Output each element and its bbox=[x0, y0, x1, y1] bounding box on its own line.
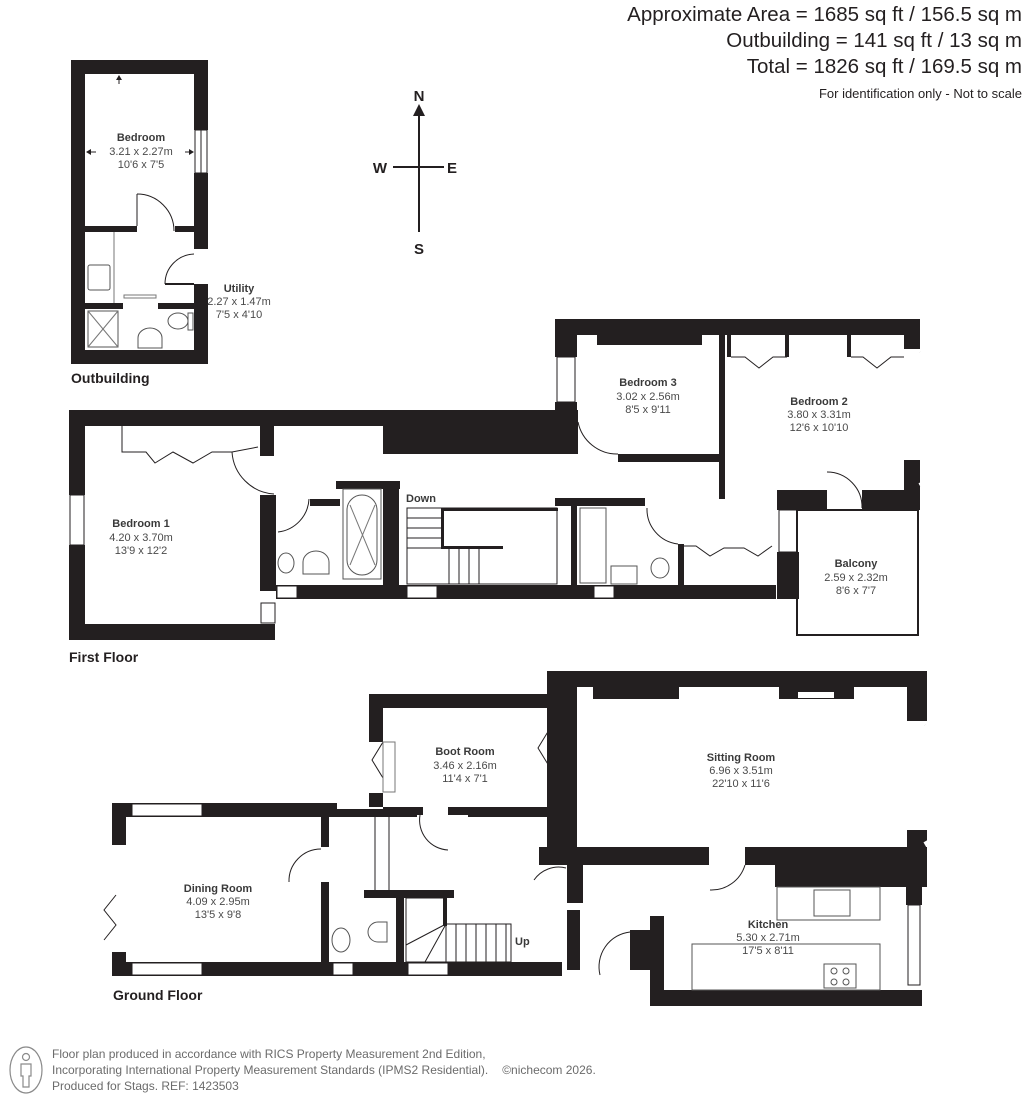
footer-text: Floor plan produced in accordance with R… bbox=[52, 1046, 596, 1094]
room-metric-balcony: 2.59 x 2.32m bbox=[824, 572, 888, 584]
room-name-utility: Utility bbox=[224, 283, 255, 295]
room-name-dining-room: Dining Room bbox=[184, 883, 253, 895]
copyright: ©nichecom 2026. bbox=[502, 1063, 596, 1077]
room-imperial-balcony: 8'6 x 7'7 bbox=[836, 585, 876, 597]
floor-label-first-floor: First Floor bbox=[69, 649, 139, 665]
room-imperial-utility: 7'5 x 4'10 bbox=[216, 309, 262, 321]
room-imperial-sitting-room: 22'10 x 11'6 bbox=[712, 778, 770, 790]
footer: Floor plan produced in accordance with R… bbox=[8, 1045, 596, 1095]
room-metric-outbuilding-bedroom: 3.21 x 2.27m bbox=[109, 146, 173, 158]
room-metric-dining-room: 4.09 x 2.95m bbox=[186, 896, 250, 908]
room-imperial-kitchen: 17'5 x 8'11 bbox=[742, 945, 794, 957]
room-metric-bedroom-1: 4.20 x 3.70m bbox=[109, 532, 173, 544]
room-metric-bedroom-3: 3.02 x 2.56m bbox=[616, 391, 680, 403]
room-name-bedroom-2: Bedroom 2 bbox=[790, 396, 847, 408]
room-name-balcony: Balcony bbox=[835, 558, 879, 570]
room-metric-kitchen: 5.30 x 2.71m bbox=[736, 932, 800, 944]
room-imperial-boot-room: 11'4 x 7'1 bbox=[442, 773, 488, 785]
room-imperial-bedroom-1: 13'9 x 12'2 bbox=[115, 545, 168, 557]
room-imperial-outbuilding-bedroom: 10'6 x 7'5 bbox=[118, 159, 164, 171]
room-imperial-dining-room: 13'5 x 9'8 bbox=[195, 909, 241, 921]
ground-floor-plan: Up Boot Room 3.46 x 2.16m 11'4 x 7'1 Sit… bbox=[103, 671, 971, 1006]
floor-label-ground-floor: Ground Floor bbox=[113, 987, 203, 1003]
room-name-sitting-room: Sitting Room bbox=[707, 752, 776, 764]
room-metric-sitting-room: 6.96 x 3.51m bbox=[709, 765, 773, 777]
compass-south: S bbox=[414, 241, 424, 258]
person-scale-icon bbox=[9, 1046, 43, 1094]
room-name-boot-room: Boot Room bbox=[435, 746, 494, 758]
compass-east: E bbox=[447, 160, 457, 177]
room-metric-boot-room: 3.46 x 2.16m bbox=[433, 760, 497, 772]
room-imperial-bedroom-3: 8'5 x 9'11 bbox=[625, 404, 671, 416]
room-metric-utility: 2.27 x 1.47m bbox=[207, 296, 271, 308]
outbuilding-area: Outbuilding = 141 sq ft / 13 sq m bbox=[726, 29, 1022, 52]
room-name-outbuilding-bedroom: Bedroom bbox=[117, 132, 166, 144]
footer-line-2: Incorporating International Property Mea… bbox=[52, 1063, 489, 1077]
room-name-bedroom-3: Bedroom 3 bbox=[619, 377, 676, 389]
footer-line-1: Floor plan produced in accordance with R… bbox=[52, 1047, 486, 1061]
floor-label-outbuilding: Outbuilding bbox=[71, 370, 150, 386]
stairs-down-label: Down bbox=[406, 493, 436, 505]
outbuilding-plan: Bedroom 3.21 x 2.27m 10'6 x 7'5 Utility … bbox=[71, 60, 271, 386]
compass-west: W bbox=[373, 160, 388, 177]
total-area: Total = 1826 sq ft / 169.5 sq m bbox=[746, 55, 1022, 78]
stairs-up-label: Up bbox=[515, 936, 530, 948]
room-metric-bedroom-2: 3.80 x 3.31m bbox=[787, 409, 851, 421]
area-summary: Approximate Area = 1685 sq ft / 156.5 sq… bbox=[627, 2, 1022, 101]
footer-line-3: Produced for Stags. REF: 1423503 bbox=[52, 1079, 239, 1093]
room-imperial-bedroom-2: 12'6 x 10'10 bbox=[790, 422, 849, 434]
scale-disclaimer: For identification only - Not to scale bbox=[818, 86, 1022, 101]
compass-icon: N S W E bbox=[373, 88, 457, 258]
compass-north: N bbox=[414, 88, 425, 105]
room-name-bedroom-1: Bedroom 1 bbox=[112, 518, 169, 530]
approximate-area: Approximate Area = 1685 sq ft / 156.5 sq… bbox=[627, 3, 1022, 26]
room-name-kitchen: Kitchen bbox=[748, 919, 789, 931]
first-floor-plan: Down bbox=[69, 319, 968, 665]
